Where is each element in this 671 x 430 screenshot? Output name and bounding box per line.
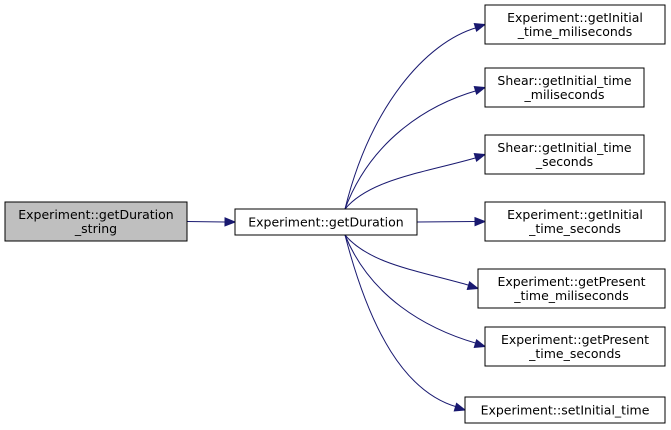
- node-label-line: Experiment::getDuration: [248, 215, 403, 230]
- node-label-line: Experiment::getPresent: [501, 332, 649, 347]
- node-c4[interactable]: Experiment::getPresent_time_miliseconds: [477, 268, 666, 309]
- edge-center-to-c0-arrow: [473, 22, 487, 33]
- node-box: [464, 396, 666, 424]
- node-c1[interactable]: Shear::getInitial_time_miliseconds: [484, 67, 645, 108]
- edge-center-to-c5-arrow: [473, 338, 487, 349]
- edge-center-to-c4-arrow: [466, 280, 480, 291]
- edge-center-to-c5: [344, 234, 478, 344]
- node-box: [484, 4, 666, 45]
- node-label-line: _string: [74, 221, 117, 236]
- node-label-line: _time_seconds: [528, 346, 621, 361]
- edge-center-to-c4: [344, 234, 471, 286]
- node-label-line: Experiment::getPresent: [497, 274, 645, 289]
- node-label-line: Experiment::setInitial_time: [481, 403, 650, 418]
- node-c6[interactable]: Experiment::setInitial_time: [464, 396, 666, 424]
- edge-center-to-c0: [344, 27, 478, 210]
- node-label-line: _time_miliseconds: [513, 288, 628, 303]
- edge-center-to-c2: [344, 157, 478, 210]
- node-label-line: Experiment::getInitial: [507, 10, 643, 25]
- node-box: [234, 208, 418, 236]
- edge-center-to-c1: [344, 90, 478, 210]
- edge-root-to-center-arrow: [224, 217, 237, 227]
- node-box: [484, 201, 666, 242]
- edge-root-to-center: [186, 221, 226, 223]
- edge-center-to-c6-arrow: [453, 402, 467, 412]
- node-label-line: Experiment::getDuration: [18, 207, 173, 222]
- node-box: [484, 67, 645, 108]
- node-c3[interactable]: Experiment::getInitial_time_seconds: [484, 201, 666, 242]
- node-box: [477, 268, 666, 309]
- node-label-line: _seconds: [535, 154, 593, 169]
- edge-center-to-c3-arrow: [474, 216, 487, 227]
- node-c2[interactable]: Shear::getInitial_time_seconds: [484, 134, 645, 175]
- node-label-line: Shear::getInitial_time: [497, 73, 631, 88]
- node-c5[interactable]: Experiment::getPresent_time_seconds: [484, 326, 666, 367]
- node-center[interactable]: Experiment::getDuration: [234, 208, 418, 236]
- edges: [186, 22, 487, 412]
- edge-center-to-c1-arrow: [473, 85, 487, 96]
- node-c0[interactable]: Experiment::getInitial_time_miliseconds: [484, 4, 666, 45]
- node-label-line: Experiment::getInitial: [507, 207, 643, 222]
- node-label-line: Shear::getInitial_time: [497, 140, 631, 155]
- node-box: [484, 134, 645, 175]
- node-box: [4, 201, 188, 242]
- node-label-line: _miliseconds: [524, 87, 605, 102]
- node-root[interactable]: Experiment::getDuration_string: [4, 201, 188, 242]
- edge-center-to-c2-arrow: [473, 152, 487, 163]
- node-box: [484, 326, 666, 367]
- node-label-line: _time_miliseconds: [517, 24, 632, 39]
- edge-center-to-c6: [344, 234, 458, 408]
- node-label-line: _time_seconds: [528, 221, 621, 236]
- edge-center-to-c3: [416, 221, 476, 223]
